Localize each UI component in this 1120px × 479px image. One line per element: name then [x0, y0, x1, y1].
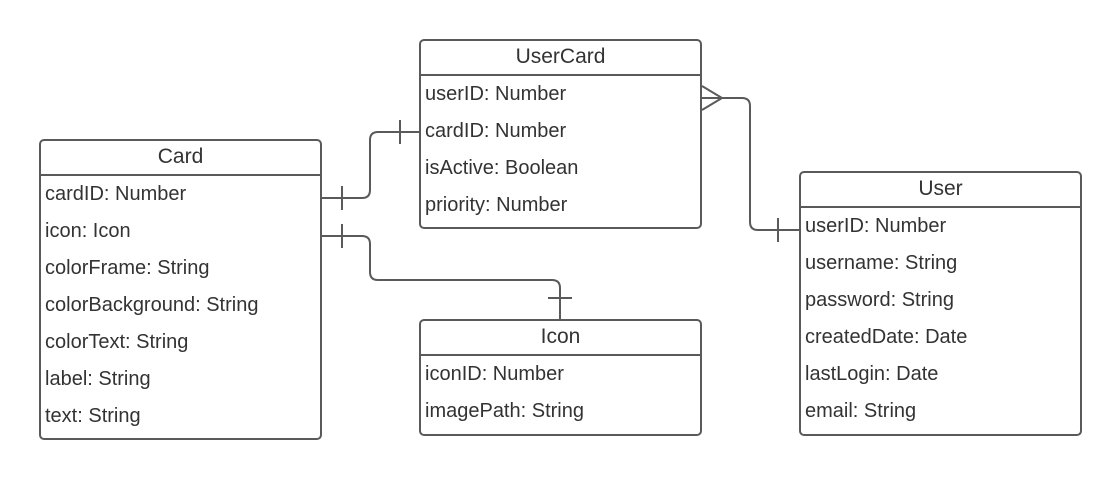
field-row: text: String	[45, 405, 141, 427]
entity-user[interactable]: User userID: Number username: String pas…	[799, 171, 1082, 436]
entity-card[interactable]: Card cardID: Number icon: Icon colorFram…	[39, 139, 322, 440]
entity-fields: userID: Number username: String password…	[801, 208, 1080, 430]
entity-usercard[interactable]: UserCard userID: Number cardID: Number i…	[419, 39, 702, 229]
field-row: label: String	[45, 368, 151, 390]
entity-fields: cardID: Number icon: Icon colorFrame: St…	[41, 176, 320, 435]
field-row: priority: Number	[425, 194, 568, 216]
relationship-card-icon	[322, 235, 561, 319]
field-row: email: String	[805, 400, 917, 422]
relationship-usercard-user	[702, 97, 799, 231]
field-row: createdDate: Date	[805, 326, 968, 348]
field-row: lastLogin: Date	[805, 363, 939, 385]
entity-title: User	[801, 173, 1080, 208]
field-row: colorText: String	[45, 331, 189, 353]
entity-title: Card	[41, 141, 320, 176]
field-row: isActive: Boolean	[425, 157, 579, 179]
field-row: iconID: Number	[425, 363, 564, 385]
entity-icon[interactable]: Icon iconID: Number imagePath: String	[419, 319, 702, 436]
field-row: cardID: Number	[45, 183, 187, 205]
entity-fields: userID: Number cardID: Number isActive: …	[421, 76, 700, 224]
field-row: colorBackground: String	[45, 294, 259, 316]
field-row: username: String	[805, 252, 958, 274]
entity-fields: iconID: Number imagePath: String	[421, 356, 700, 430]
relationship-card-usercard	[322, 131, 419, 199]
field-row: userID: Number	[425, 83, 567, 105]
field-row: colorFrame: String	[45, 257, 210, 279]
field-row: password: String	[805, 289, 954, 311]
entity-title: Icon	[421, 321, 700, 356]
entity-title: UserCard	[421, 41, 700, 76]
field-row: userID: Number	[805, 215, 947, 237]
field-row: imagePath: String	[425, 400, 584, 422]
field-row: icon: Icon	[45, 220, 131, 242]
crowfoot-many-marker	[701, 85, 724, 111]
field-row: cardID: Number	[425, 120, 567, 142]
